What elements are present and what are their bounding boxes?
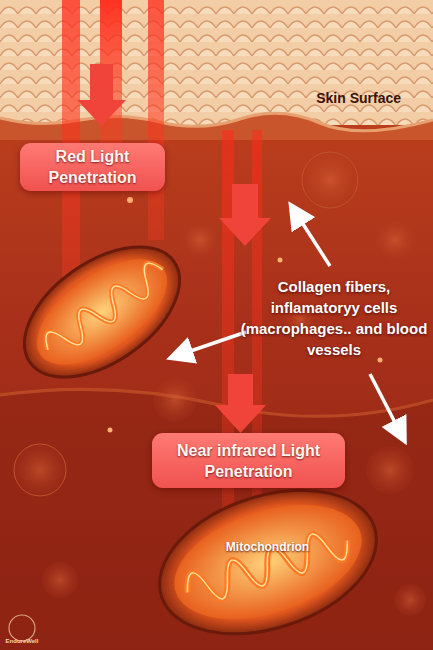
skin-band: Skin Surface — [0, 0, 433, 132]
logo-circle — [9, 615, 35, 641]
callout-text: Collagen fibers, inflamatoryy cells (mac… — [238, 276, 430, 360]
node-text: Red Light Penetration — [28, 146, 157, 188]
mitochondrion-outline — [150, 470, 385, 645]
node-text: Mitochondrion — [150, 540, 385, 554]
penetration-arrows — [77, 64, 271, 433]
process-box: Near infrared Light Penetration — [152, 433, 345, 488]
process-box: Red Light Penetration — [20, 143, 165, 191]
watermark: EndureWell — [2, 638, 42, 644]
node-text: Skin Surface — [316, 90, 401, 106]
mitochondrion-shape: Mitochondrion — [150, 470, 385, 645]
node-text: Near infrared Light Penetration — [160, 440, 337, 482]
mitochondrion-left — [1, 221, 203, 404]
